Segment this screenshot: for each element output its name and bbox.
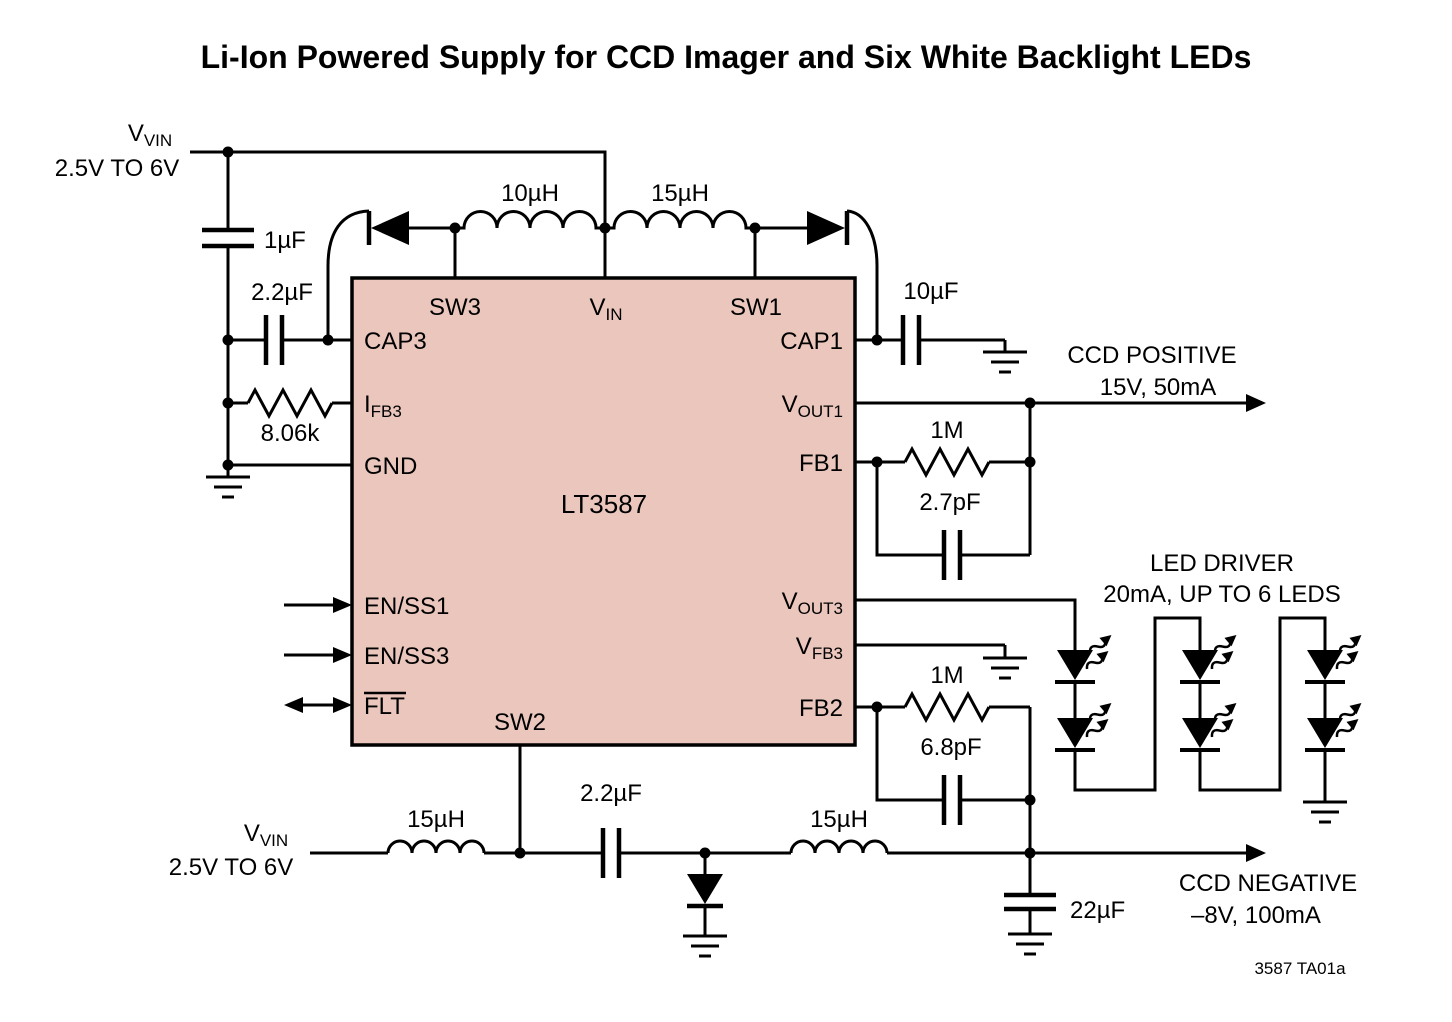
circuit-wires — [190, 150, 1327, 895]
figure-id: 3587 TA01a — [1254, 959, 1346, 978]
pin-vfb3: VFB3 — [796, 633, 843, 663]
junction-dots — [222, 146, 1036, 859]
pin-cap1: CAP1 — [780, 328, 843, 355]
en-ss3-arrow-icon — [284, 647, 352, 663]
resistor-fb2-icon — [903, 690, 991, 724]
ic-part-number: LT3587 — [561, 489, 647, 519]
label-c-fly-neg: 2.2µF — [580, 780, 642, 807]
capacitor-cap1-icon — [900, 315, 922, 365]
resistor-ifb3-icon — [246, 386, 334, 420]
capacitor-cap3-icon — [263, 315, 285, 365]
supply-top-range: 2.5V TO 6V — [55, 155, 180, 182]
capacitor-input-icon — [202, 227, 254, 249]
inductor-neg-out-icon — [789, 839, 889, 854]
label-r-ifb3: 8.06k — [261, 420, 321, 447]
label-l-in-neg: 15µH — [407, 806, 465, 833]
pin-sw3: SW3 — [429, 294, 481, 321]
diode-left-icon — [366, 211, 409, 245]
flt-bidir-arrow-icon — [284, 697, 352, 713]
supply-bottom-label: VVIN — [244, 820, 288, 850]
ground-diode-icon — [683, 906, 727, 958]
resistor-fb1-icon — [903, 445, 991, 479]
pin-en-ss3: EN/SS3 — [364, 643, 449, 670]
ccd-positive-arrow-icon — [1246, 394, 1266, 412]
pin-vout3: VOUT3 — [782, 588, 843, 618]
en-ss1-arrow-icon — [284, 597, 352, 613]
label-c-fb1: 2.7pF — [919, 489, 980, 516]
label-c-out-neg: 22µF — [1070, 897, 1125, 924]
label-l-sw3: 10µH — [501, 180, 559, 207]
led-icon — [1305, 631, 1365, 682]
label-c-fb2: 6.8pF — [920, 734, 981, 761]
ccd-negative-rating: –8V, 100mA — [1191, 902, 1321, 929]
label-c-cap3: 2.2µF — [251, 279, 313, 306]
supply-bottom-range: 2.5V TO 6V — [169, 854, 294, 881]
pin-en-ss1: EN/SS1 — [364, 593, 449, 620]
capacitor-fb2-icon — [941, 775, 963, 825]
ccd-negative-arrow-icon — [1246, 844, 1266, 862]
diode-right-icon — [807, 211, 850, 245]
label-l-sw1: 15µH — [651, 180, 709, 207]
pin-vout1: VOUT1 — [782, 391, 843, 421]
led-icon — [1305, 699, 1365, 750]
ground-22uF-icon — [1008, 909, 1052, 956]
led-driver-label: LED DRIVER — [1150, 550, 1294, 577]
ic-body — [350, 276, 857, 747]
led-driver-rating: 20mA, UP TO 6 LEDS — [1103, 581, 1340, 608]
capacitor-fly-neg-icon — [600, 828, 622, 878]
ccd-negative-label: CCD NEGATIVE — [1179, 870, 1357, 897]
led-icon — [1180, 699, 1240, 750]
ground-vfb3-icon — [983, 645, 1027, 680]
pin-gnd: GND — [364, 453, 417, 480]
inductor-sw3-icon — [455, 210, 605, 230]
page-title: Li-Ion Powered Supply for CCD Imager and… — [201, 39, 1252, 75]
label-c-input: 1µF — [264, 227, 306, 254]
ccd-positive-label: CCD POSITIVE — [1067, 342, 1236, 369]
pin-vin: VIN — [589, 294, 622, 324]
label-l-out-neg: 15µH — [810, 806, 868, 833]
inductor-sw1-icon — [605, 210, 755, 230]
inductor-neg-in-icon — [386, 839, 486, 854]
pin-fb1: FB1 — [799, 450, 843, 477]
led-icon — [1055, 699, 1115, 750]
label-r-fb2: 1M — [930, 662, 963, 689]
diode-neg-icon — [687, 874, 723, 909]
ground-led-icon — [1303, 790, 1347, 824]
pin-sw2: SW2 — [494, 709, 546, 736]
pin-flt: FLT — [364, 693, 405, 720]
ground-cap1-icon — [983, 340, 1027, 374]
ccd-positive-rating: 15V, 50mA — [1100, 374, 1217, 401]
pin-ifb3: IFB3 — [364, 391, 402, 421]
capacitor-neg-out-icon — [1004, 892, 1056, 912]
supply-top-label: VVIN — [128, 120, 172, 150]
pin-cap3: CAP3 — [364, 328, 427, 355]
pin-sw1: SW1 — [730, 294, 782, 321]
pin-fb2: FB2 — [799, 695, 843, 722]
led-icon — [1055, 631, 1115, 682]
label-c-cap1: 10µF — [903, 278, 958, 305]
capacitor-fb1-icon — [941, 530, 963, 580]
led-icon — [1180, 631, 1240, 682]
label-r-fb1: 1M — [930, 417, 963, 444]
